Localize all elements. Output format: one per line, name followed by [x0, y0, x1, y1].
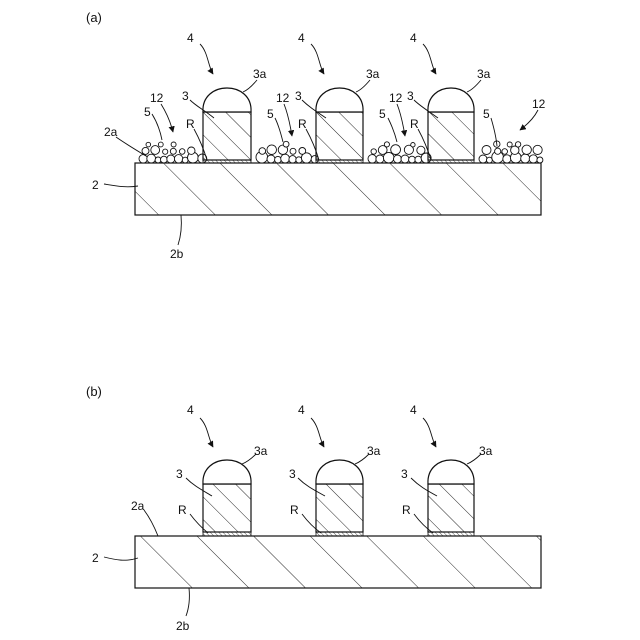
- panel-a-label-pillar-top-3: 3a: [477, 67, 491, 81]
- particle: [515, 142, 520, 147]
- particle: [502, 149, 508, 155]
- particle: [259, 148, 266, 155]
- particle: [371, 149, 376, 154]
- particle: [479, 155, 487, 163]
- panel-b-label-substrate-bottom: 2b: [176, 619, 190, 633]
- panel-b-label-substrate-top: 2a: [131, 499, 145, 513]
- particle: [188, 147, 195, 154]
- panel-b-label-pillar-top-1: 3a: [254, 444, 268, 458]
- particle: [299, 148, 306, 155]
- panel-a-label-cap-3: 4: [410, 31, 417, 45]
- particle: [151, 146, 160, 155]
- panel-b-label-cap-2: 4: [298, 403, 305, 417]
- particle: [507, 142, 512, 147]
- particle: [167, 155, 175, 163]
- panel-b-label-pillar-top-2: 3a: [367, 444, 381, 458]
- particle: [171, 142, 176, 147]
- panel-a: (a): [86, 10, 546, 261]
- panel-a-label-particles-2: 5: [267, 107, 274, 121]
- particle: [521, 154, 530, 163]
- particle: [142, 147, 149, 154]
- particle: [147, 154, 156, 163]
- panel-b-label-pillar-2: 3: [289, 467, 296, 481]
- panel-b-label-substrate: 2: [92, 551, 99, 565]
- panel-b-label-pillar-3: 3: [401, 467, 408, 481]
- particle: [417, 146, 425, 154]
- particle: [163, 149, 168, 154]
- particle: [537, 157, 543, 163]
- particle: [401, 155, 409, 163]
- particle: [522, 145, 531, 154]
- panel-a-pillars: [203, 88, 474, 163]
- panel-a-label-layer-2: 12: [276, 91, 290, 105]
- panel-b-label-cap-3: 4: [410, 403, 417, 417]
- particle: [283, 141, 289, 147]
- particle: [290, 148, 296, 154]
- panel-a-label-cap-2: 4: [298, 31, 305, 45]
- panel-a-label-cap-1: 4: [187, 31, 194, 45]
- particle: [179, 149, 185, 155]
- particle: [394, 155, 402, 163]
- panel-a-label-pillar-2: 3: [295, 89, 302, 103]
- particle: [384, 142, 389, 147]
- panel-a-label-residue-2: R: [298, 117, 307, 131]
- panel-a-label-particles-3: 5: [379, 107, 386, 121]
- panel-b-label-cap-1: 4: [187, 403, 194, 417]
- panel-a-substrate: [135, 163, 541, 215]
- panel-b-label-residue-2: R: [290, 503, 299, 517]
- panel-a-caption: (a): [86, 10, 102, 25]
- panel-b-label-residue-3: R: [402, 503, 411, 517]
- particle: [158, 142, 163, 147]
- panel-a-label-substrate: 2: [92, 178, 99, 192]
- particle: [482, 146, 491, 155]
- particle: [533, 145, 542, 154]
- particle: [503, 155, 511, 163]
- panel-b-pillars: [203, 460, 474, 536]
- panel-b: (b): [86, 384, 541, 633]
- panel-a-pillar-3: [428, 112, 474, 160]
- particle: [139, 155, 147, 163]
- panel-a-label-substrate-bottom: 2b: [170, 247, 184, 261]
- particle: [289, 156, 296, 163]
- panel-b-label-residue-1: R: [178, 503, 187, 517]
- particle: [529, 155, 537, 163]
- panel-a-pillar-1: [203, 112, 251, 160]
- particle: [275, 156, 282, 163]
- particle: [281, 154, 290, 163]
- panel-a-label-pillar-3: 3: [407, 89, 414, 103]
- particle: [267, 145, 277, 155]
- panel-a-pillar-2: [316, 112, 363, 160]
- particle: [376, 155, 384, 163]
- panel-a-label-layer-4: 12: [532, 97, 546, 111]
- panel-a-label-pillar-top-1: 3a: [253, 67, 267, 81]
- panel-a-label-substrate-top: 2a: [104, 125, 118, 139]
- panel-a-label-residue-3: R: [410, 117, 419, 131]
- particle: [170, 148, 176, 154]
- panel-b-pillar-2: [316, 484, 363, 532]
- particle: [146, 142, 151, 147]
- panel-a-label-residue-1: R: [186, 117, 195, 131]
- panel-b-label-pillar-1: 3: [176, 467, 183, 481]
- particle: [368, 155, 376, 163]
- particle: [415, 156, 422, 163]
- particle: [409, 156, 416, 163]
- panel-a-label-particles-1: 5: [144, 105, 151, 119]
- panel-a-label-pillar-1: 3: [182, 89, 189, 103]
- particle: [267, 155, 275, 163]
- panel-b-substrate: [135, 536, 541, 588]
- particle: [161, 156, 168, 163]
- panel-a-label-pillar-top-2: 3a: [366, 67, 380, 81]
- panel-b-caption: (b): [86, 384, 102, 399]
- panel-a-label-layer-1: 12: [150, 91, 164, 105]
- panel-a-label-particles-4: 5: [483, 107, 490, 121]
- panel-b-pillar-3: [428, 484, 474, 532]
- particle: [411, 143, 415, 147]
- panel-a-label-layer-3: 12: [389, 91, 403, 105]
- particle: [495, 148, 501, 154]
- particle: [391, 145, 401, 155]
- panel-b-pillar-1: [203, 484, 251, 532]
- particle: [174, 155, 182, 163]
- panel-b-label-pillar-top-3: 3a: [479, 444, 493, 458]
